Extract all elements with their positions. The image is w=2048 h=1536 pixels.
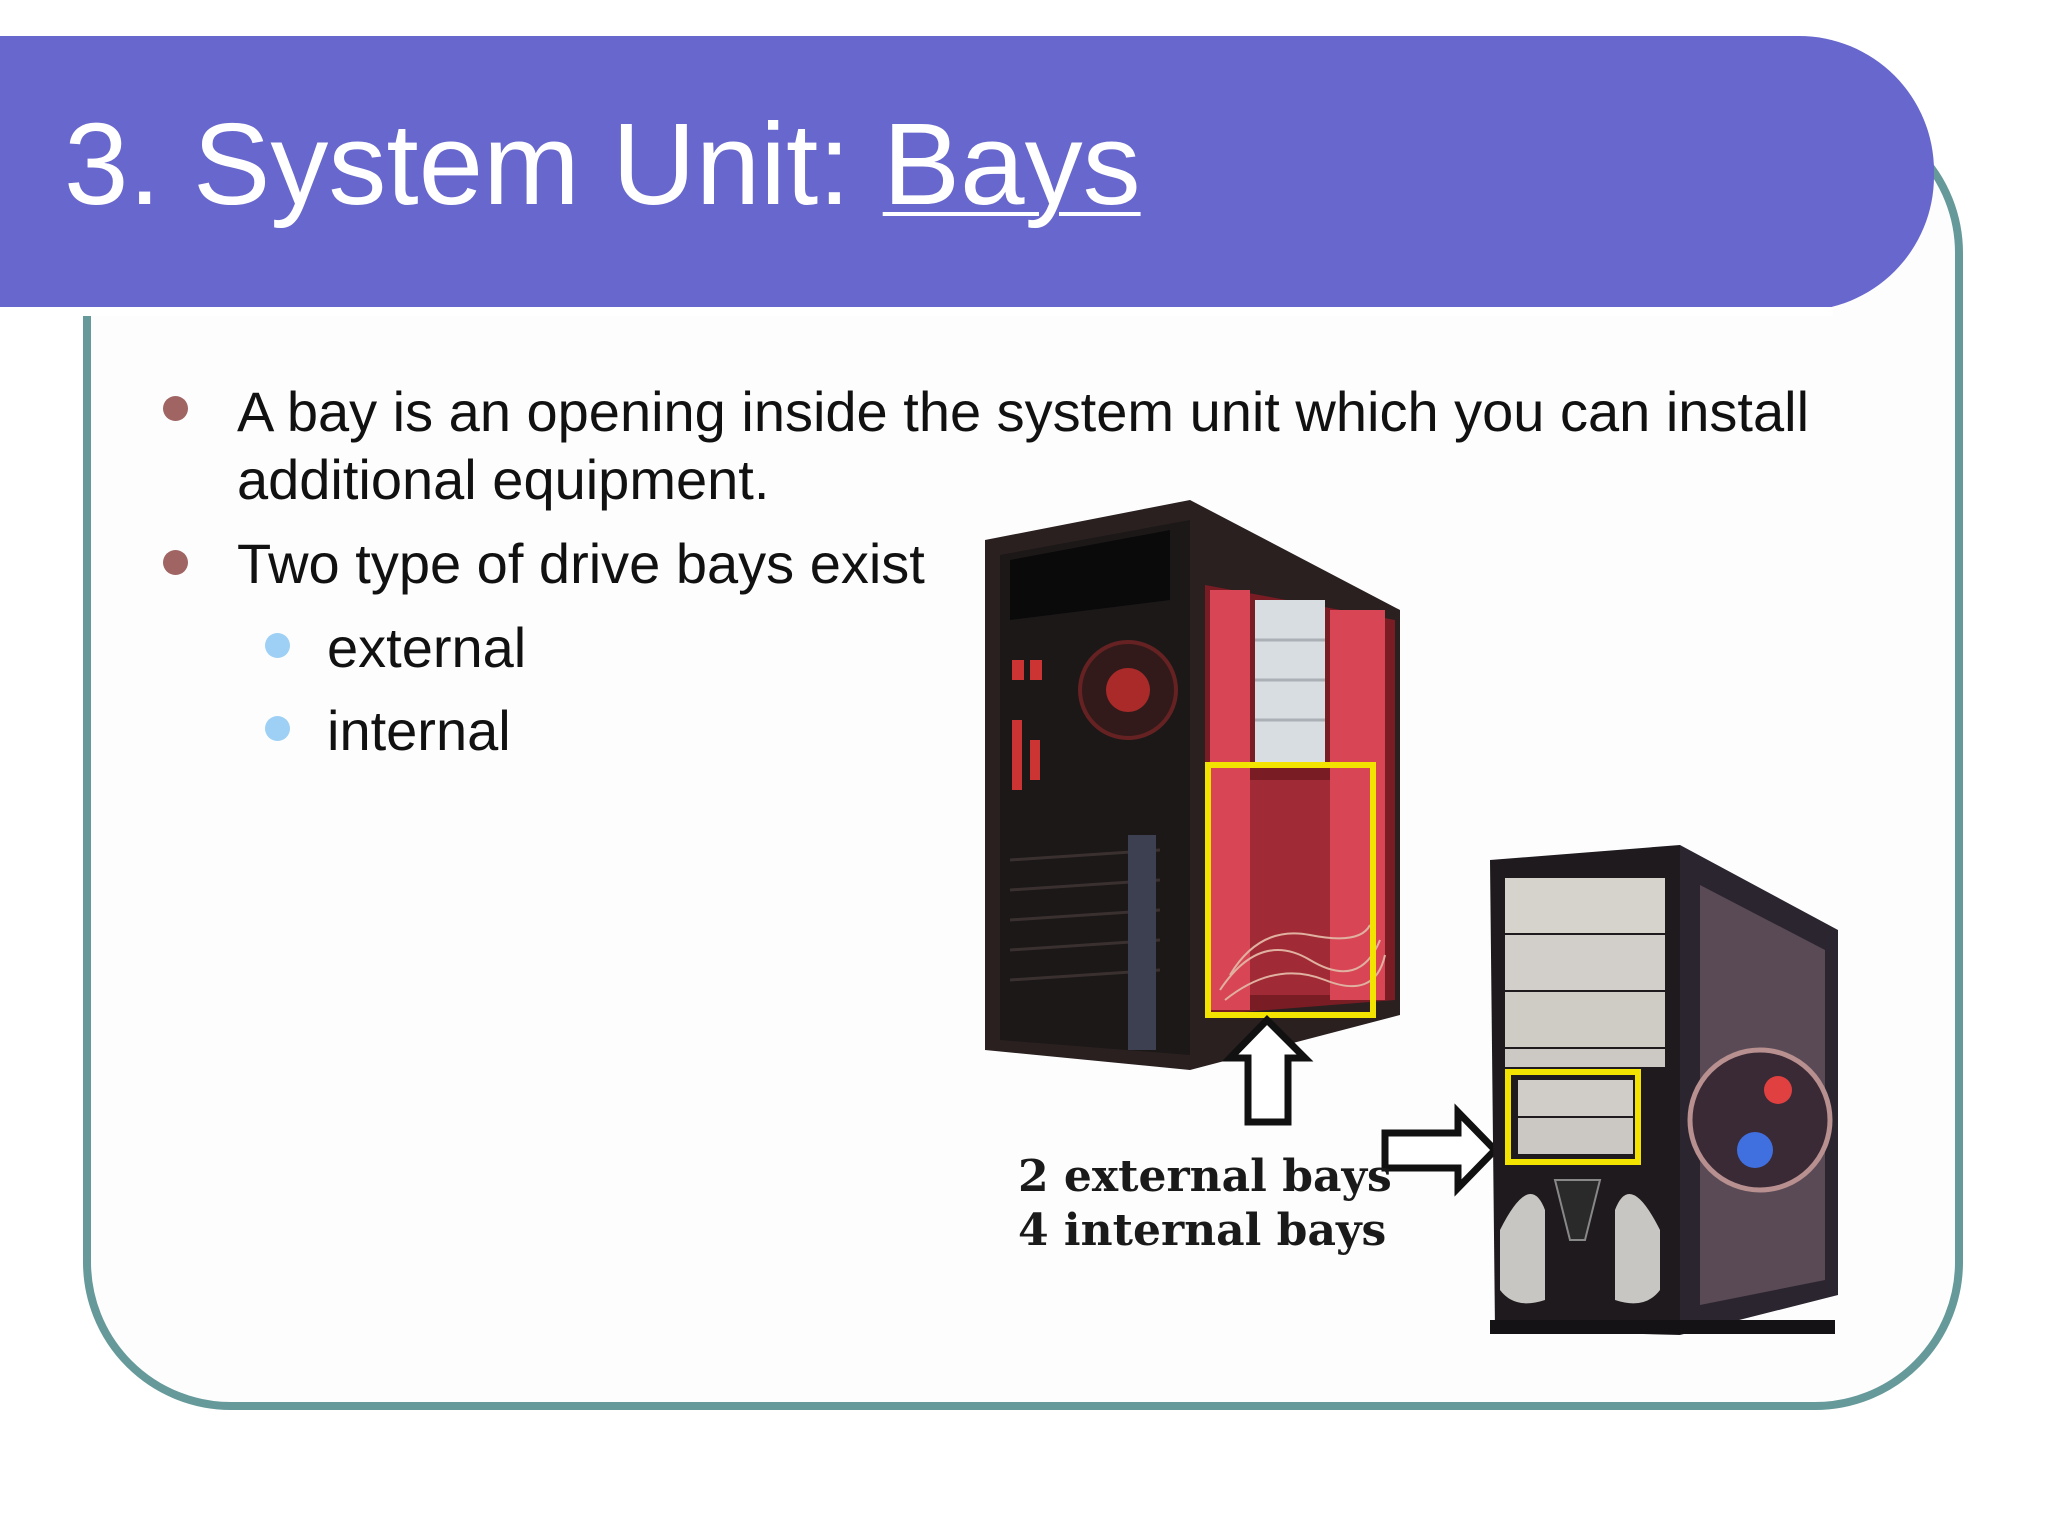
sub-bullet-dot-external	[265, 633, 290, 658]
bullet-text-1: A bay is an opening inside the system un…	[237, 380, 1810, 511]
sub-bullet-text-internal: internal	[327, 699, 511, 762]
sub-bullet-dot-internal	[265, 716, 290, 741]
open-case-illustration	[985, 500, 1400, 1070]
closed-case-illustration	[1490, 845, 1838, 1335]
up-arrow-icon	[1221, 1015, 1314, 1126]
sub-bullet-text-external: external	[327, 616, 527, 679]
caption-internal-bays: 4 internal bays	[1018, 1205, 1387, 1256]
right-arrow-icon	[1381, 1103, 1500, 1197]
figure-caption: 2 external bays 4 internal bays	[1018, 1150, 1392, 1258]
bullet-dot-2	[163, 550, 188, 575]
title-link-bays[interactable]: Bays	[882, 99, 1141, 229]
computer-cases-image	[985, 500, 1838, 1335]
bullet-text-2: Two type of drive bays exist	[237, 532, 925, 595]
caption-external-bays: 2 external bays	[1018, 1151, 1392, 1202]
slide-title: 3. System Unit: Bays	[64, 98, 1141, 231]
title-underline-rule	[0, 307, 1833, 316]
bullet-dot-1	[163, 396, 188, 421]
title-prefix: 3. System Unit:	[64, 99, 883, 229]
title-bar	[0, 36, 1934, 316]
